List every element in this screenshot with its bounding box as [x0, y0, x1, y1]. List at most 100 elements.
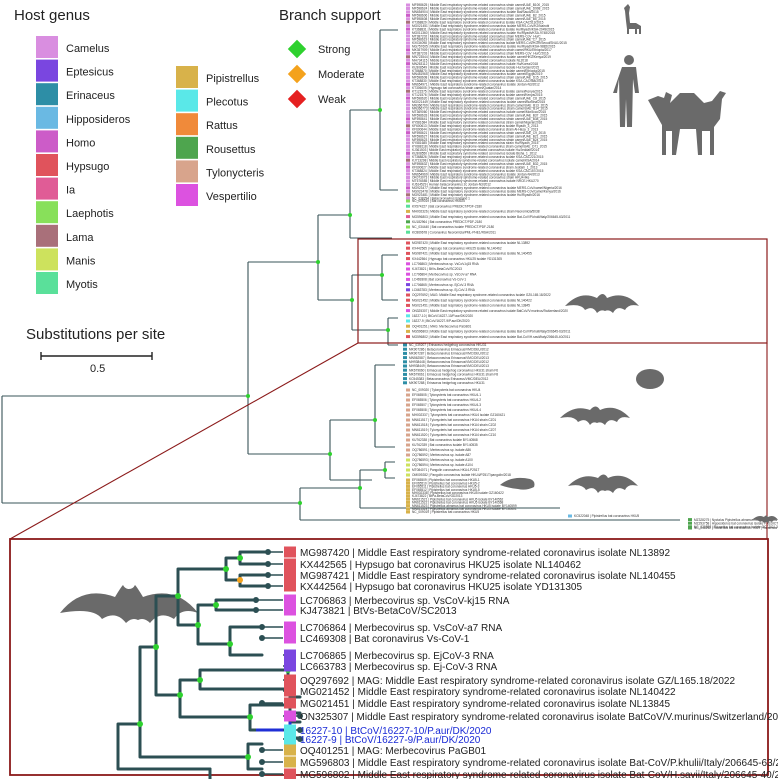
overview-tip: MF598633 | Middle East respiratory syndr… [406, 114, 548, 118]
host-swatch [406, 189, 410, 193]
legend-swatch [176, 184, 198, 206]
tip-label: KU762339 | Bat coronavirus isolate BY140… [412, 443, 478, 447]
tip-label: KT368830 | Middle East respiratory syndr… [412, 79, 544, 83]
tip-node [253, 597, 259, 603]
overview-tip: MN611519 | Tylonycteris bat coronavirus … [406, 428, 496, 432]
host-swatch [284, 756, 296, 768]
overview-tip: MG021449 | Middle East respiratory syndr… [406, 100, 545, 104]
host-swatch [406, 288, 410, 292]
tip-label: MF598621 | Middle East respiratory syndr… [412, 131, 546, 135]
overview-tip: MG923477 | Middle East respiratory syndr… [406, 186, 562, 190]
tip-label: KJ473821 | BtVs-BetaCoV/SC2013 [300, 606, 457, 617]
host-swatch [406, 494, 410, 498]
tip-label: OQ786594 | Merbecovirus sp. isolate A104 [412, 463, 473, 467]
overview-tip: KU308549 | Middle East respiratory syndr… [406, 65, 539, 69]
host-swatch [284, 674, 296, 686]
tip-label: KT368824 | Middle East respiratory syndr… [412, 169, 544, 173]
legend-item-manis: Manis [36, 248, 96, 271]
overview-tip: KU762338 | Bat coronavirus isolate BY140… [406, 438, 478, 442]
moderate-support-node [237, 577, 243, 583]
host-swatch [406, 433, 410, 437]
host-swatch [406, 484, 410, 488]
legend-item-laephotis: Laephotis [36, 201, 114, 224]
bat-silhouette-icon [560, 406, 630, 425]
overview-tip: MN263112 | Middle East respiratory syndr… [406, 62, 538, 66]
host-swatch [284, 733, 296, 745]
overview-tip: MG596802 | Middle East respiratory syndr… [406, 335, 570, 339]
overview-tip: MF598608 | Middle East respiratory syndr… [406, 17, 546, 21]
inset-tip: MG987421 | Middle East respiratory syndr… [265, 569, 676, 582]
tip-label: MH002337 | Tylonycteris bat coronavirus … [412, 413, 505, 417]
host-swatch [406, 428, 410, 432]
inset-tip: KJ473821 | BtVs-BetaCoV/SC2013 [253, 604, 457, 617]
tip-label: MG596803 | Middle East respiratory syndr… [300, 758, 778, 769]
tip-label: MH002338 | Pipistrellus bat coronavirus … [412, 491, 504, 495]
host-swatch [406, 473, 410, 477]
host-swatch [406, 215, 410, 219]
host-swatch [403, 372, 407, 376]
host-swatch [406, 504, 410, 508]
overview-tip: MG011360 | Middle East respiratory syndr… [406, 31, 555, 35]
inset-tip: MG596802 | Middle East respiratory syndr… [259, 768, 778, 779]
legend-item-tylonycteris: Tylonycteris [176, 160, 265, 183]
host-swatch [406, 141, 410, 145]
tip-label: MN654971 | Middle East respiratory syndr… [412, 83, 540, 87]
tip-label: LC706863 | Merbecovirus sp. VsCoV-kj15 R… [412, 262, 480, 266]
legend-swatch [36, 201, 58, 224]
tip-label: MF598632 | Middle East respiratory syndr… [412, 162, 548, 166]
host-swatch [406, 293, 410, 297]
tip-label: MK679660 | Erinaceus hedgehog coronaviru… [409, 368, 498, 372]
inset-tip: MG021451 | Middle East respiratory syndr… [259, 697, 670, 710]
tip-label: MF598606 | Middle East respiratory syndr… [412, 14, 546, 18]
tip-label: LC663783 | Merbecovirus sp. Ej-CoV-3 RNA [300, 662, 497, 673]
tip-node [297, 727, 303, 733]
overview-tip: MN562587 | Betacoronavirus Erinaceus/VMC… [403, 356, 489, 360]
host-swatch [284, 697, 296, 709]
tip-label: 16227-10 | BtCoV/16227-10/P.aur/DK/2020 [412, 314, 473, 318]
host-swatch [406, 165, 410, 169]
tip-label: MG021451 | Middle East respiratory syndr… [300, 699, 670, 710]
host-swatch [406, 6, 410, 10]
host-swatch [406, 453, 410, 457]
host-genus-legend: Host genus CamelusEptesicusErinaceusHipp… [14, 7, 265, 294]
tip-label: KT868870 | Middle East respiratory syndr… [412, 69, 545, 73]
tip-label: KF600644 | Middle East respiratory syndr… [412, 127, 538, 131]
tip-label: NC_039207 | Erinaceus hedgehog coronavir… [409, 343, 487, 347]
legend-swatch [176, 113, 198, 136]
legend-swatch [36, 154, 58, 176]
legend-item-plecotus: Plecotus [176, 89, 249, 112]
bat-silhouette-icon [752, 515, 778, 523]
scale-bar: Substitutions per site 0.5 [26, 326, 165, 375]
host-swatch [406, 31, 410, 35]
tip-label: 16227-9 | BtCoV/16227-9/P.aur/DK/2020 [300, 735, 481, 746]
host-swatch [406, 209, 410, 213]
tip-label: MT084071 | Pangolin coronavirus HKU4-P25… [412, 468, 479, 472]
tip-label: KY581684 | Middle East respiratory syndr… [412, 121, 542, 125]
zoom-inset-frame [9, 538, 769, 776]
llama-silhouette-icon [624, 4, 641, 34]
legend-item-rattus: Rattus [176, 113, 238, 136]
tip-label: MZ328275 | Nyctalus Pipistrellus abramus… [694, 518, 778, 522]
tip-label: MF598625 | Middle East respiratory syndr… [412, 3, 549, 7]
host-swatch [284, 594, 296, 606]
host-swatch [406, 458, 410, 462]
host-swatch [284, 649, 296, 661]
tip-label: MG021452 | Middle East respiratory syndr… [300, 687, 676, 698]
overview-tip: MF598608 | Middle East respiratory syndr… [406, 76, 548, 80]
overview-tip: MK357909 | Middle East respiratory syndr… [406, 48, 552, 52]
tip-node [297, 736, 303, 742]
support-diamond-icon [287, 39, 307, 59]
overview-tip: MH002338 | Pipistrellus bat coronavirus … [406, 491, 504, 495]
inset-tip: LC706865 | Merbecovirus sp. EjCoV-3 RNA [283, 649, 494, 662]
tip-label: OQ297692 | MAG: Middle East respiratory … [300, 676, 735, 687]
overview-tree: MF598625 | Middle East respiratory syndr… [1, 3, 778, 540]
tip-label: MG011360 | Middle East respiratory syndr… [412, 31, 555, 35]
overview-tip: MN611522 | Pipistrellus bat coronavirus … [406, 501, 504, 505]
tip-label: MK679661 | Erinaceus hedgehog coronaviru… [409, 373, 498, 377]
host-swatch [406, 176, 410, 179]
host-swatch [403, 360, 407, 364]
overview-tip: NC_034440 | Bat coronavirus isolate PRED… [406, 225, 494, 229]
host-swatch [403, 356, 407, 360]
tip-label: MK357909 | Middle East respiratory syndr… [412, 48, 552, 52]
